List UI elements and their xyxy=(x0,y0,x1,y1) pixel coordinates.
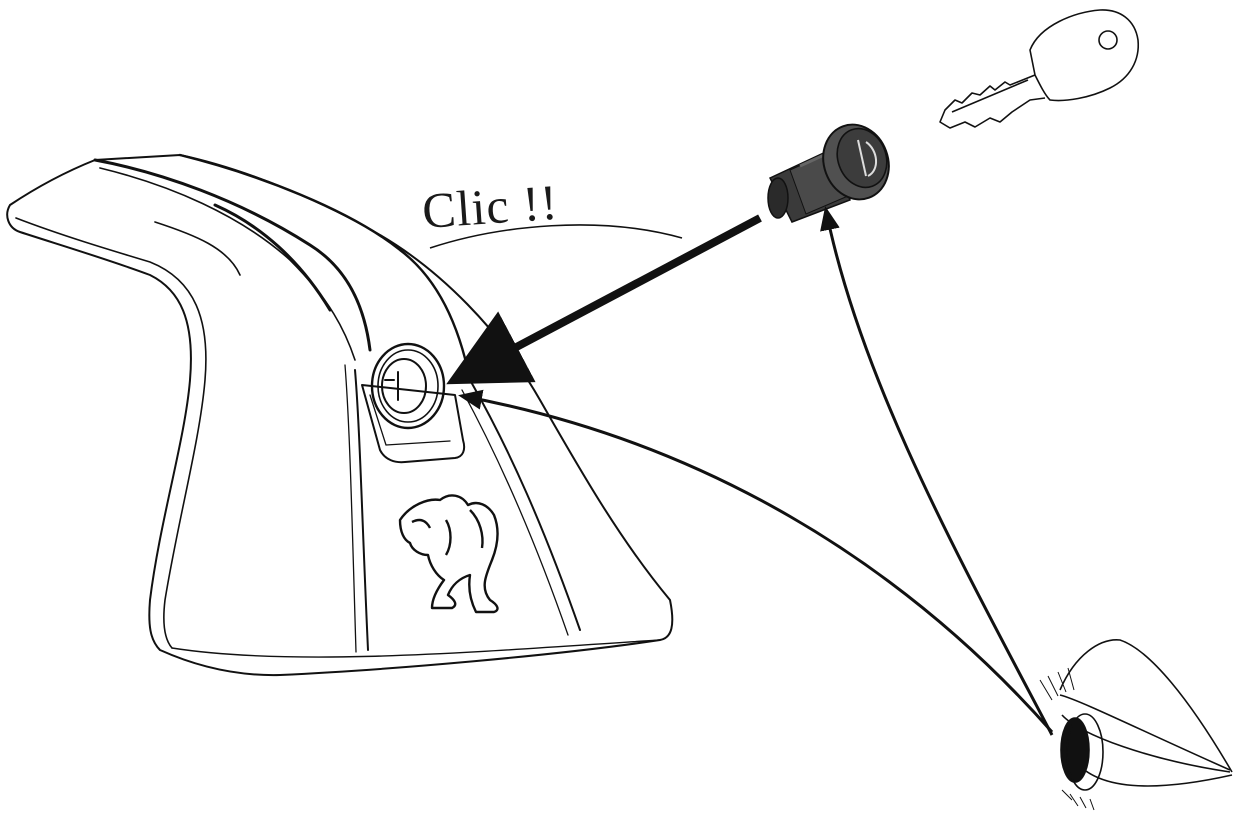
view-arrow-to-barrel xyxy=(820,206,1054,736)
click-sound-arc xyxy=(429,224,683,249)
lock-barrel xyxy=(767,123,890,223)
insert-arrow xyxy=(446,214,762,385)
lion-emblem-icon xyxy=(398,494,499,614)
key-icon xyxy=(939,9,1139,129)
click-caption: Clic !! xyxy=(420,173,561,239)
roof-bar-foot xyxy=(6,153,674,677)
view-arrow-to-socket xyxy=(458,389,1054,733)
eye-icon xyxy=(1039,639,1233,811)
